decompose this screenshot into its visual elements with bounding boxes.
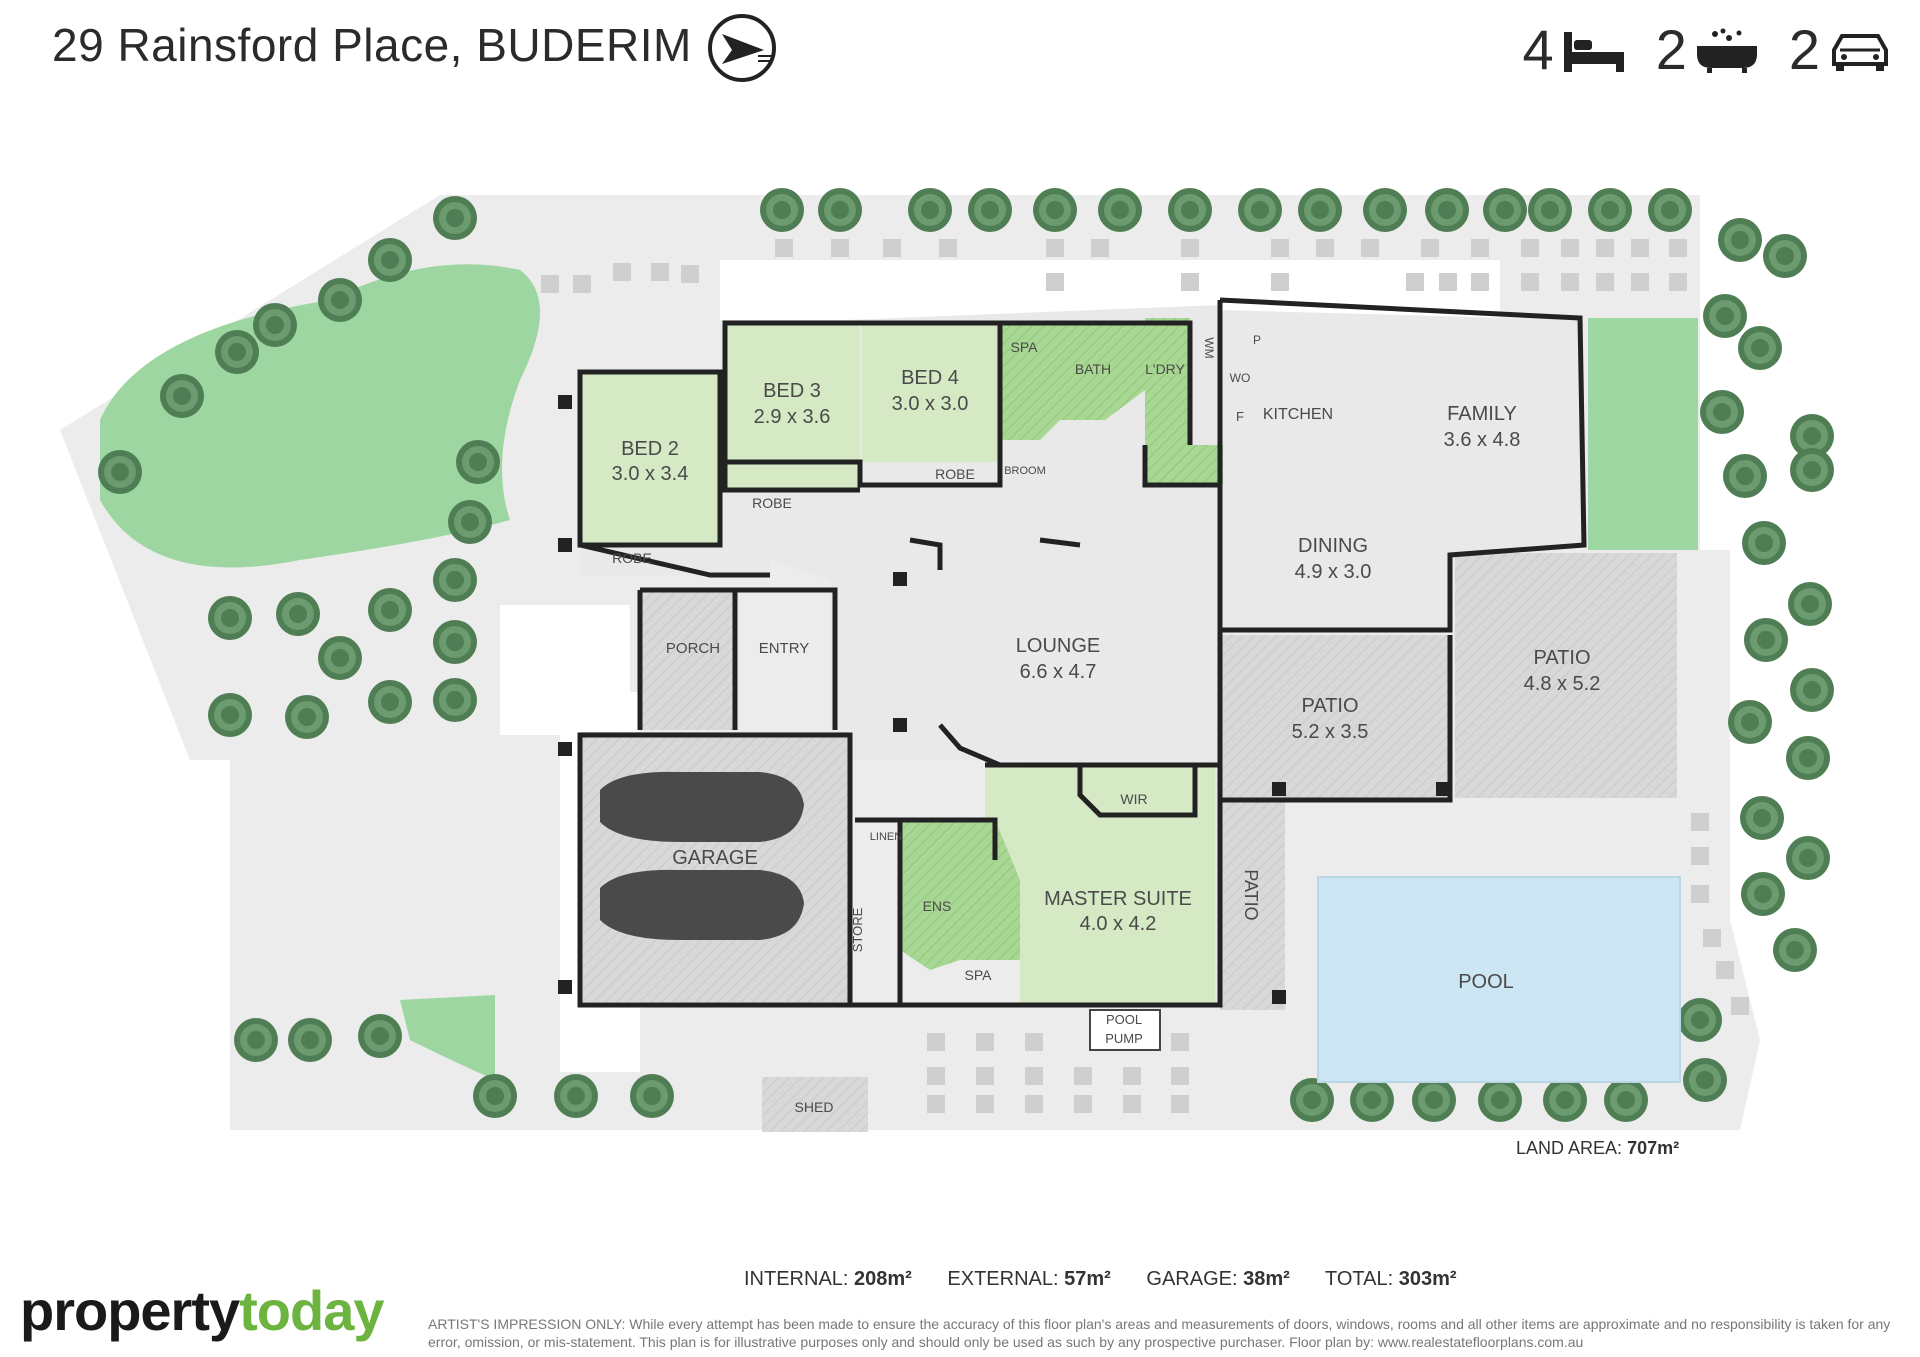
pantry-label: P [1253, 333, 1261, 347]
bath-floor [1000, 324, 1145, 440]
garage-area-label: GARAGE: [1146, 1268, 1238, 1290]
lawn-area-small [400, 995, 495, 1080]
car-count: 2 [1788, 18, 1820, 81]
land-area: LAND AREA: 707m² [1516, 1138, 1679, 1159]
patio2-size: 4.8 x 5.2 [1524, 673, 1601, 695]
bath-icon [1696, 28, 1757, 73]
porch-floor [640, 590, 735, 730]
wm-label: WM [1202, 337, 1216, 358]
family-size: 3.6 x 4.8 [1444, 429, 1521, 451]
bed4-floor [862, 324, 998, 462]
internal-label: INTERNAL: [744, 1268, 849, 1290]
area-summary: INTERNAL: 208m² EXTERNAL: 57m² GARAGE: 3… [744, 1268, 1487, 1291]
bath-label: BATH [1075, 361, 1111, 377]
wir-label: WIR [1120, 791, 1147, 807]
pool-pump-floor [1089, 1009, 1161, 1051]
ens-label: ENS [923, 898, 952, 914]
bed3-label: BED 3 [763, 380, 821, 402]
bed-icon [1563, 32, 1624, 72]
linen-label: LINEN [870, 831, 902, 843]
walls [577, 297, 1587, 1008]
dining-label: DINING [1298, 535, 1368, 557]
property-address: 29 Rainsford Place, BUDERIM [52, 19, 692, 71]
brand-part2: today [239, 1279, 384, 1342]
family-label: FAMILY [1447, 403, 1517, 425]
master-size: 4.0 x 4.2 [1080, 913, 1157, 935]
wall-corners [558, 395, 1450, 1004]
lawn-strip [1588, 318, 1698, 550]
internal-value: 208m² [854, 1268, 912, 1290]
fridge-label: F [1236, 409, 1244, 424]
robe-bed3-label: ROBE [752, 495, 792, 511]
pool [1317, 876, 1681, 1083]
garage-size: 6.0 x 5.8 [677, 873, 754, 895]
pool-pump-label-2: PUMP [1105, 1031, 1143, 1046]
patio2-label: PATIO [1533, 647, 1590, 669]
store-label: STORE [850, 907, 865, 952]
car-shapes [600, 771, 804, 940]
lounge-size: 6.6 x 4.7 [1020, 661, 1097, 683]
laundry-floor [1145, 318, 1190, 445]
patio3-floor [1220, 800, 1285, 1010]
pool-pump-label-1: POOL [1106, 1012, 1142, 1027]
brand-logo: propertytoday [20, 1278, 385, 1343]
broom-label: BROOM [1004, 465, 1046, 477]
dining-size: 4.9 x 3.0 [1295, 561, 1372, 583]
bed2-size: 3.0 x 3.4 [612, 463, 689, 485]
robe-bed2-label: ROBE [612, 550, 652, 566]
garage-label: GARAGE [672, 847, 758, 869]
wo-label: WO [1230, 371, 1251, 385]
kitchen-label: KITCHEN [1263, 406, 1333, 423]
laundry-label: L'DRY [1145, 361, 1185, 377]
patio1-floor [1218, 635, 1451, 798]
property-stats: 4 2 2 [1523, 18, 1892, 82]
brand-part1: property [20, 1279, 240, 1342]
spa-bath-label: SPA [1011, 339, 1039, 355]
total-value: 303m² [1398, 1268, 1457, 1290]
ensuite-floor [900, 820, 1020, 970]
bed3-size: 2.9 x 3.6 [754, 406, 831, 428]
entry-label: ENTRY [759, 640, 810, 657]
patio3-label: PATIO [1241, 869, 1261, 920]
master-floor [985, 765, 1215, 1005]
lounge-label: LOUNGE [1016, 635, 1100, 657]
external-value: 57m² [1064, 1268, 1111, 1290]
patio1-label: PATIO [1301, 695, 1358, 717]
land-area-value: 707m² [1627, 1138, 1680, 1158]
powder-floor [1145, 445, 1223, 485]
bed2-floor [580, 372, 720, 545]
spa-ens-label: SPA [965, 967, 993, 983]
bed2-label: BED 2 [621, 438, 679, 460]
bed4-size: 3.0 x 3.0 [892, 393, 969, 415]
porch-label: PORCH [666, 640, 720, 657]
external-label: EXTERNAL: [947, 1268, 1059, 1290]
bedroom-count: 4 [1522, 18, 1554, 81]
shed-floor [762, 1077, 868, 1132]
master-label: MASTER SUITE [1044, 888, 1192, 910]
patio1-size: 5.2 x 3.5 [1292, 721, 1369, 743]
patio2-floor [1455, 553, 1677, 798]
lawn-area [100, 264, 540, 568]
disclaimer-text: ARTIST'S IMPRESSION ONLY: While every at… [428, 1316, 1891, 1350]
robe-bed4-label: ROBE [935, 466, 975, 482]
shed-label: SHED [795, 1099, 834, 1115]
car-icon [1832, 34, 1888, 71]
bathroom-count: 2 [1655, 18, 1687, 81]
bed4-label: BED 4 [901, 367, 959, 389]
pool-label: POOL [1458, 971, 1514, 993]
total-label: TOTAL: [1325, 1268, 1394, 1290]
compass-icon [708, 14, 776, 82]
garage-area-value: 38m² [1243, 1268, 1290, 1290]
land-area-label: LAND AREA: [1516, 1138, 1623, 1158]
